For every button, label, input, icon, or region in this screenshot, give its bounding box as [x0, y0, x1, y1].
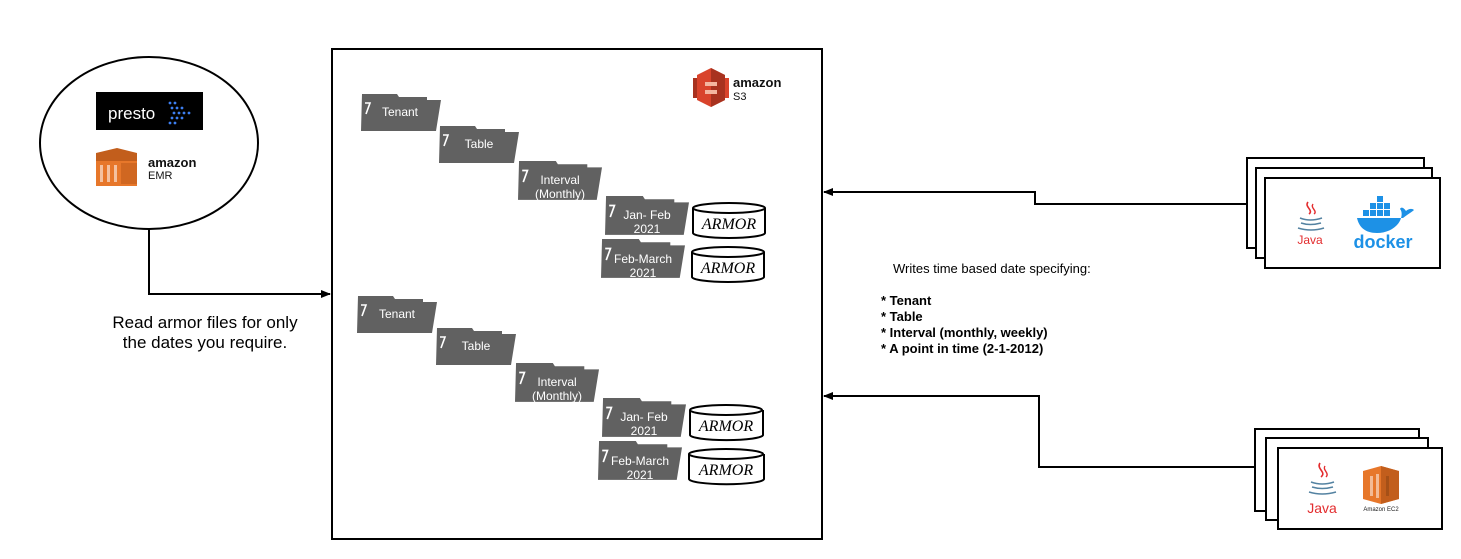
presto-label: presto — [108, 104, 155, 123]
docker-writer-stack: Java docker — [1246, 157, 1441, 269]
ec2-writer-stack: Java Amazon EC2 — [1254, 428, 1443, 530]
folder-tenant[interactable]: Tenant — [357, 296, 437, 334]
consumer-group: presto amazon EMR — [39, 56, 259, 230]
folder-label: Table — [465, 137, 494, 151]
java-cup-icon — [1308, 462, 1337, 495]
folder-label: Tenant — [379, 307, 416, 321]
note-item: * A point in time (2-1-2012) — [881, 341, 1043, 356]
folder-tree-2: Tenant Table Interval (Monthly) Jan- Feb… — [357, 296, 765, 486]
java-label: Java — [1307, 500, 1337, 516]
folder-label: (Monthly) — [535, 187, 585, 201]
emr-logo: amazon EMR — [96, 148, 196, 186]
s3-icon — [693, 68, 729, 107]
java-label: Java — [1297, 233, 1323, 247]
armor-file-1[interactable]: ARMOR — [692, 202, 766, 239]
consumer-ellipse — [39, 56, 259, 230]
ec2-logo: Amazon EC2 — [1363, 466, 1399, 513]
read-caption-line-1: Read armor files for only — [112, 313, 298, 332]
ec2-chip-icon — [1363, 466, 1399, 504]
folder-tenant[interactable]: Tenant — [361, 94, 441, 132]
ec2-label: Amazon EC2 — [1363, 507, 1399, 513]
armor-file-2[interactable]: ARMOR — [688, 448, 765, 486]
folder-label: Jan- Feb — [623, 208, 671, 222]
folder-period-1[interactable]: Jan- Feb 2021 — [602, 398, 686, 438]
folder-label: 2021 — [634, 222, 661, 236]
java-logo: Java — [1297, 201, 1325, 247]
docker-logo: docker — [1353, 196, 1414, 252]
note-item: * Tenant — [881, 293, 932, 308]
folder-table[interactable]: Table — [436, 328, 516, 366]
armor-file-1[interactable]: ARMOR — [689, 404, 764, 442]
folder-label: 2021 — [630, 266, 657, 280]
folder-tree-1: Tenant Table Interval (Monthly) Jan- Feb… — [361, 94, 766, 283]
emr-label: EMR — [148, 170, 173, 182]
folder-table[interactable]: Table — [439, 126, 519, 164]
read-caption-line-2: the dates you require. — [123, 333, 287, 352]
docker-whale-icon — [1357, 196, 1414, 233]
note-heading: Writes time based date specifying: — [893, 261, 1091, 276]
s3-label: S3 — [733, 91, 746, 103]
folder-label: Interval — [537, 375, 576, 389]
folder-label: Jan- Feb — [620, 410, 668, 424]
docker-label: docker — [1353, 232, 1412, 252]
folder-label: (Monthly) — [532, 389, 582, 403]
read-caption: Read armor files for only the dates you … — [112, 313, 298, 352]
folder-label: Interval — [540, 173, 579, 187]
folder-label: 2021 — [627, 468, 654, 482]
s3-logo: amazon S3 — [693, 68, 781, 107]
folder-label: Feb-March — [611, 454, 669, 468]
folder-period-2[interactable]: Feb-March 2021 — [601, 239, 685, 280]
armor-label: ARMOR — [698, 462, 753, 479]
s3-amazon-label: amazon — [733, 75, 781, 90]
folder-label: 2021 — [631, 424, 658, 438]
folder-interval[interactable]: Interval (Monthly) — [518, 161, 602, 201]
emr-amazon-label: amazon — [148, 155, 196, 170]
note-item: * Table — [881, 309, 923, 324]
folder-period-1[interactable]: Jan- Feb 2021 — [605, 196, 689, 236]
folder-label: Feb-March — [614, 252, 672, 266]
folder-label: Tenant — [382, 105, 419, 119]
docker-write-arrow — [823, 188, 1248, 205]
folder-interval[interactable]: Interval (Monthly) — [515, 363, 599, 403]
armor-label: ARMOR — [701, 216, 756, 233]
armor-label: ARMOR — [700, 260, 755, 277]
write-note: Writes time based date specifying: * Ten… — [881, 261, 1091, 356]
java-logo: Java — [1307, 462, 1337, 516]
armor-file-2[interactable]: ARMOR — [691, 246, 765, 283]
folder-label: Table — [462, 339, 491, 353]
emr-icon — [96, 148, 137, 186]
folder-period-2[interactable]: Feb-March 2021 — [598, 441, 682, 482]
java-cup-icon — [1297, 201, 1325, 231]
note-item: * Interval (monthly, weekly) — [881, 325, 1048, 340]
ec2-write-arrow — [823, 392, 1256, 468]
presto-dots-icon — [168, 101, 191, 125]
read-arrow — [148, 229, 331, 298]
armor-label: ARMOR — [698, 418, 753, 435]
presto-logo: presto — [96, 92, 203, 130]
